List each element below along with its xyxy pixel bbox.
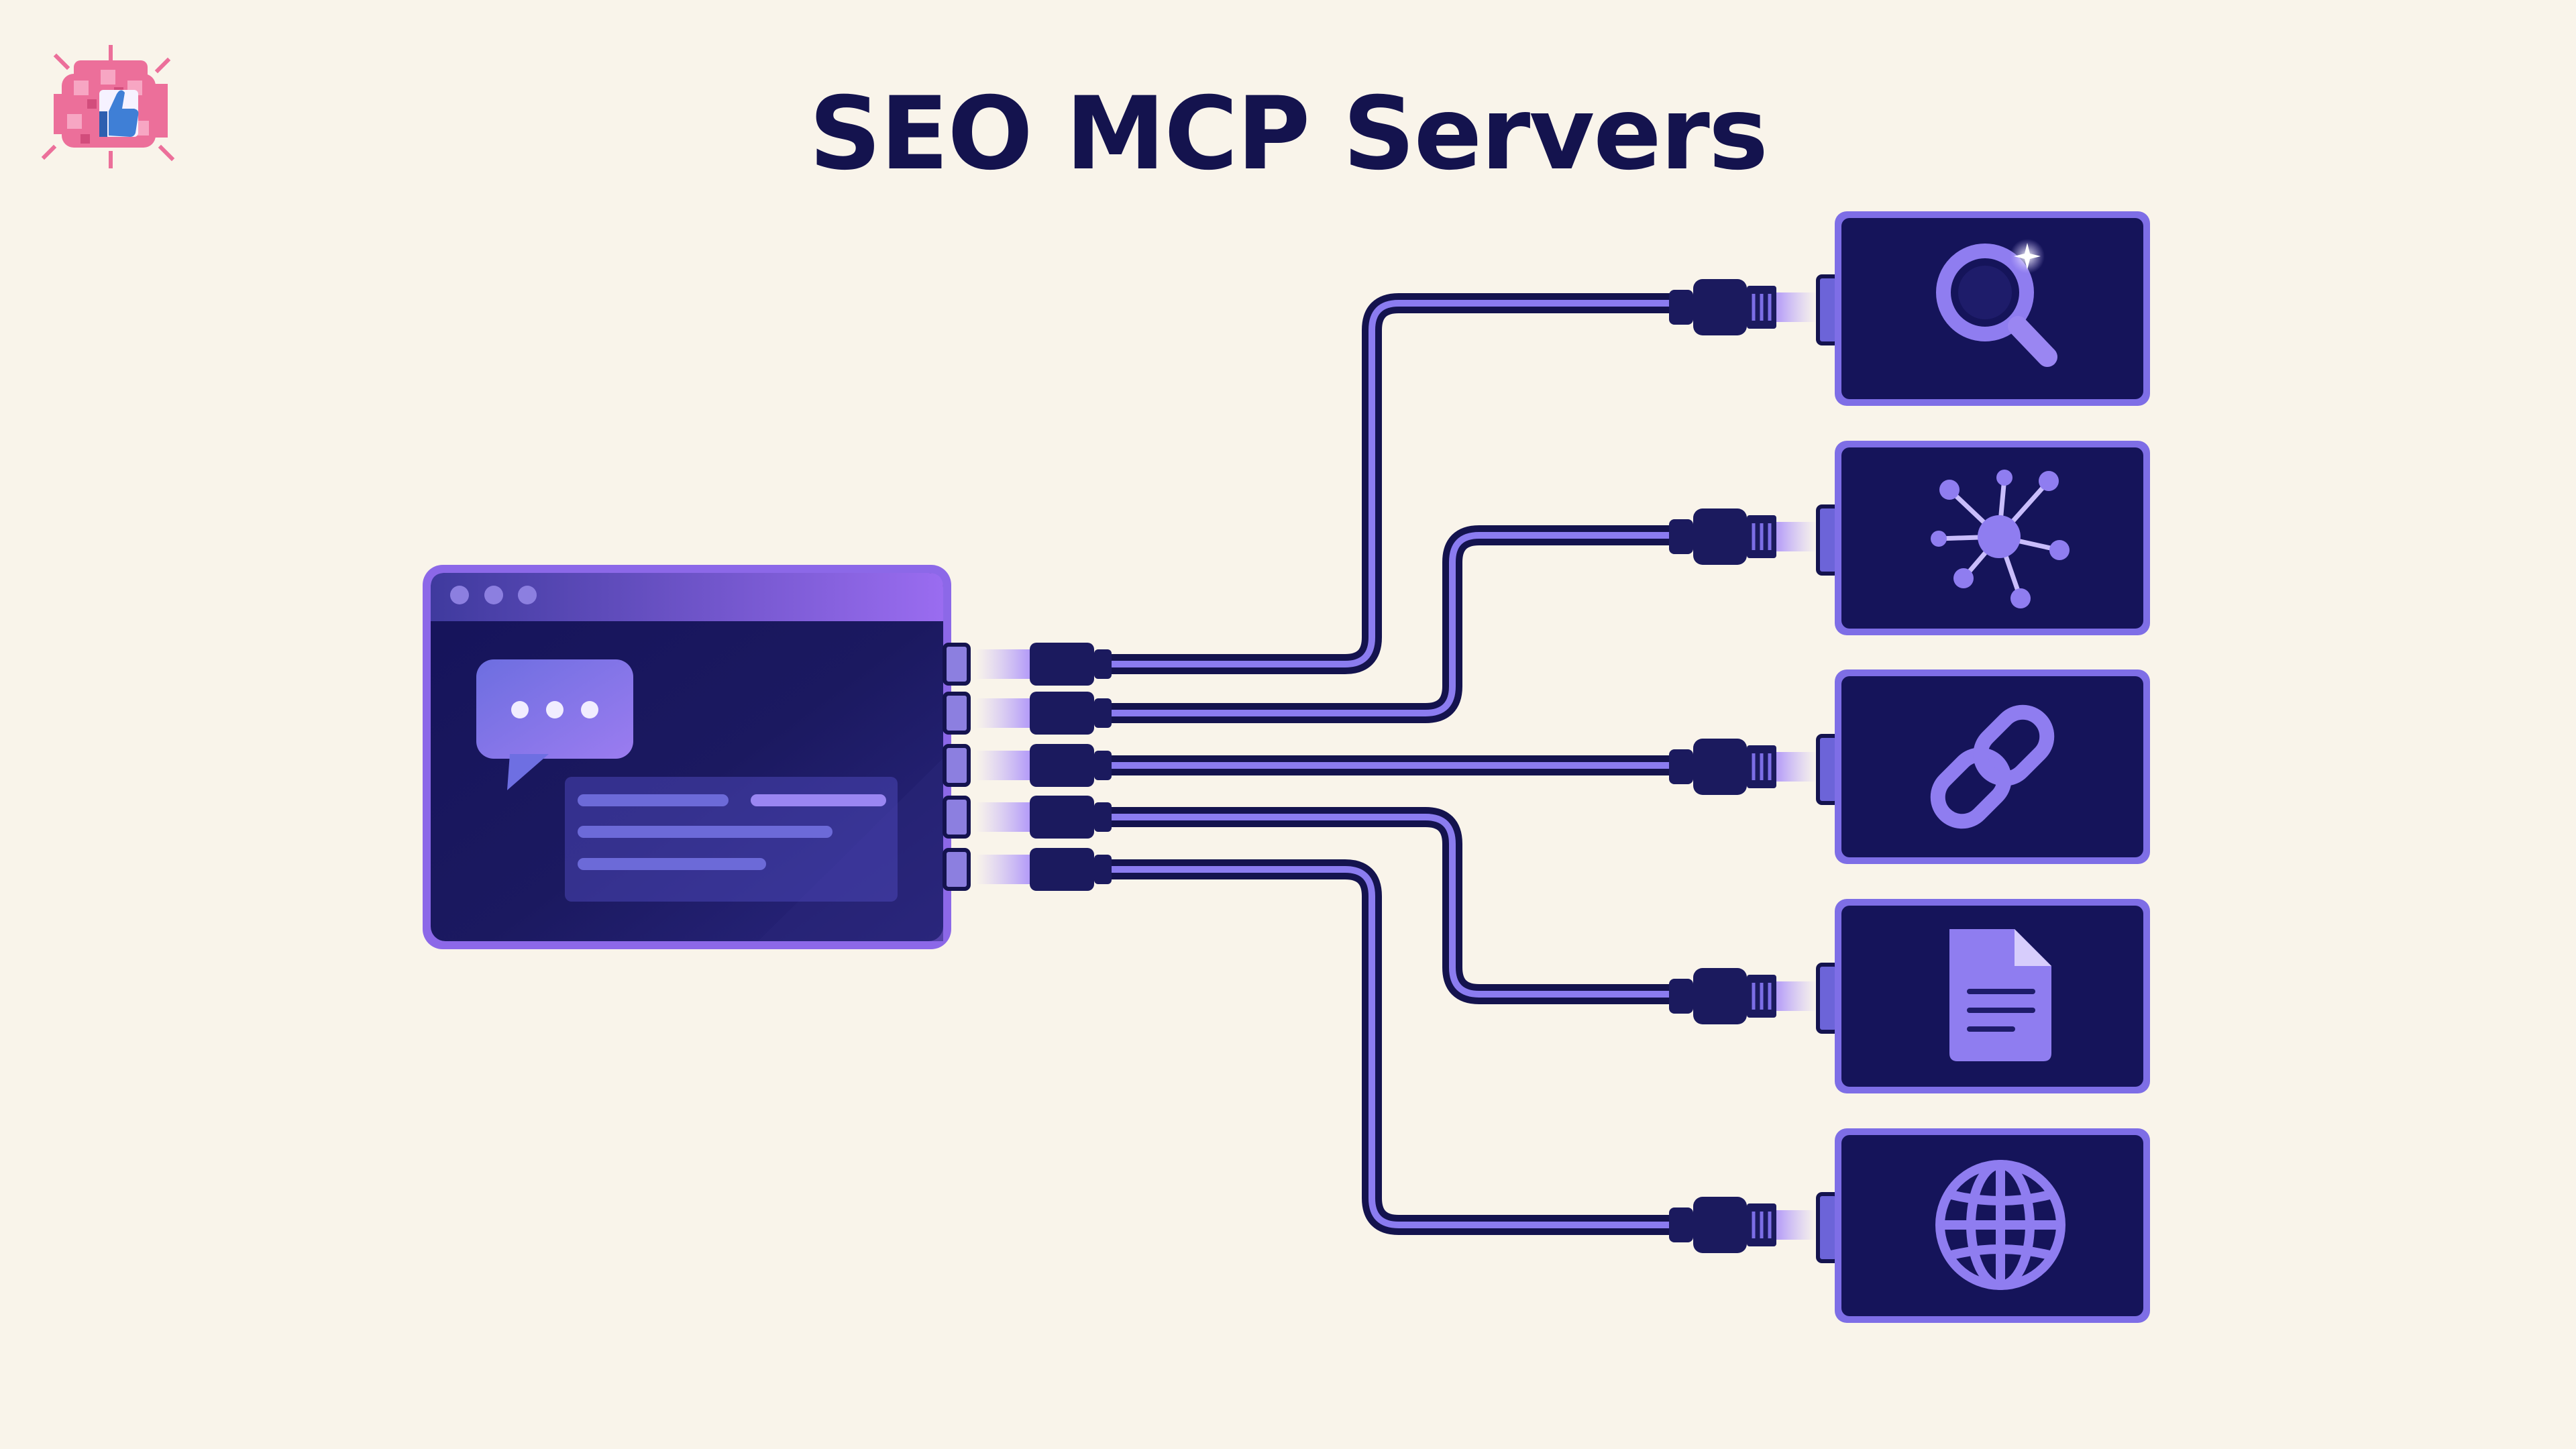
usb-plug-left-1: [976, 643, 1112, 686]
usb-plug-right-4: [1669, 968, 1817, 1024]
server-box-network: [1816, 441, 2150, 635]
cable-4: [1097, 807, 1694, 1004]
usb-plug-right-1: [1669, 279, 1817, 335]
network-icon: [1931, 470, 2070, 608]
diagram-title: SEO MCP Servers: [808, 76, 1768, 193]
cable-1: [1097, 293, 1694, 674]
server-boxes: [1816, 211, 2150, 1323]
server-box-globe: [1816, 1128, 2150, 1323]
usb-plug-left-2: [976, 692, 1112, 735]
usb-plug-left-5: [976, 848, 1112, 891]
usb-plug-left-3: [976, 744, 1112, 787]
usb-plug-left-4: [976, 796, 1112, 839]
server-box-search: [1816, 211, 2150, 406]
search-icon: [1936, 239, 2057, 367]
client-ports: [943, 643, 971, 891]
globe-icon: [1935, 1160, 2065, 1290]
connection-cables: [1097, 293, 1694, 1235]
thumbs-up-icon: [41, 45, 175, 168]
right-plugs: [1669, 279, 1817, 1253]
usb-plug-right-3: [1669, 739, 1817, 795]
server-box-link: [1816, 669, 2150, 864]
ai-client-window: [423, 565, 971, 949]
left-plugs: [976, 643, 1112, 891]
message-text-lines: [578, 794, 886, 870]
server-box-document: [1816, 899, 2150, 1093]
cable-2: [1097, 525, 1694, 723]
cable-5: [1097, 859, 1694, 1235]
chat-bubble-icon: [476, 659, 633, 790]
usb-plug-right-5: [1669, 1197, 1817, 1253]
usb-plug-right-2: [1669, 508, 1817, 565]
window-dots: [450, 586, 537, 604]
document-icon: [1949, 929, 2051, 1061]
